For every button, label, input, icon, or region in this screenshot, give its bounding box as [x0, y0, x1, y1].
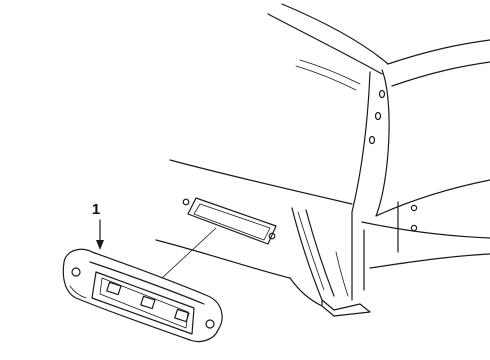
callout-arrowhead	[96, 240, 104, 250]
side-marker-lamp	[62, 248, 223, 343]
callout-1: 1	[92, 201, 104, 250]
leader-line	[161, 227, 217, 279]
callout-number-1: 1	[92, 201, 100, 218]
vehicle-body-panel	[155, 3, 490, 317]
